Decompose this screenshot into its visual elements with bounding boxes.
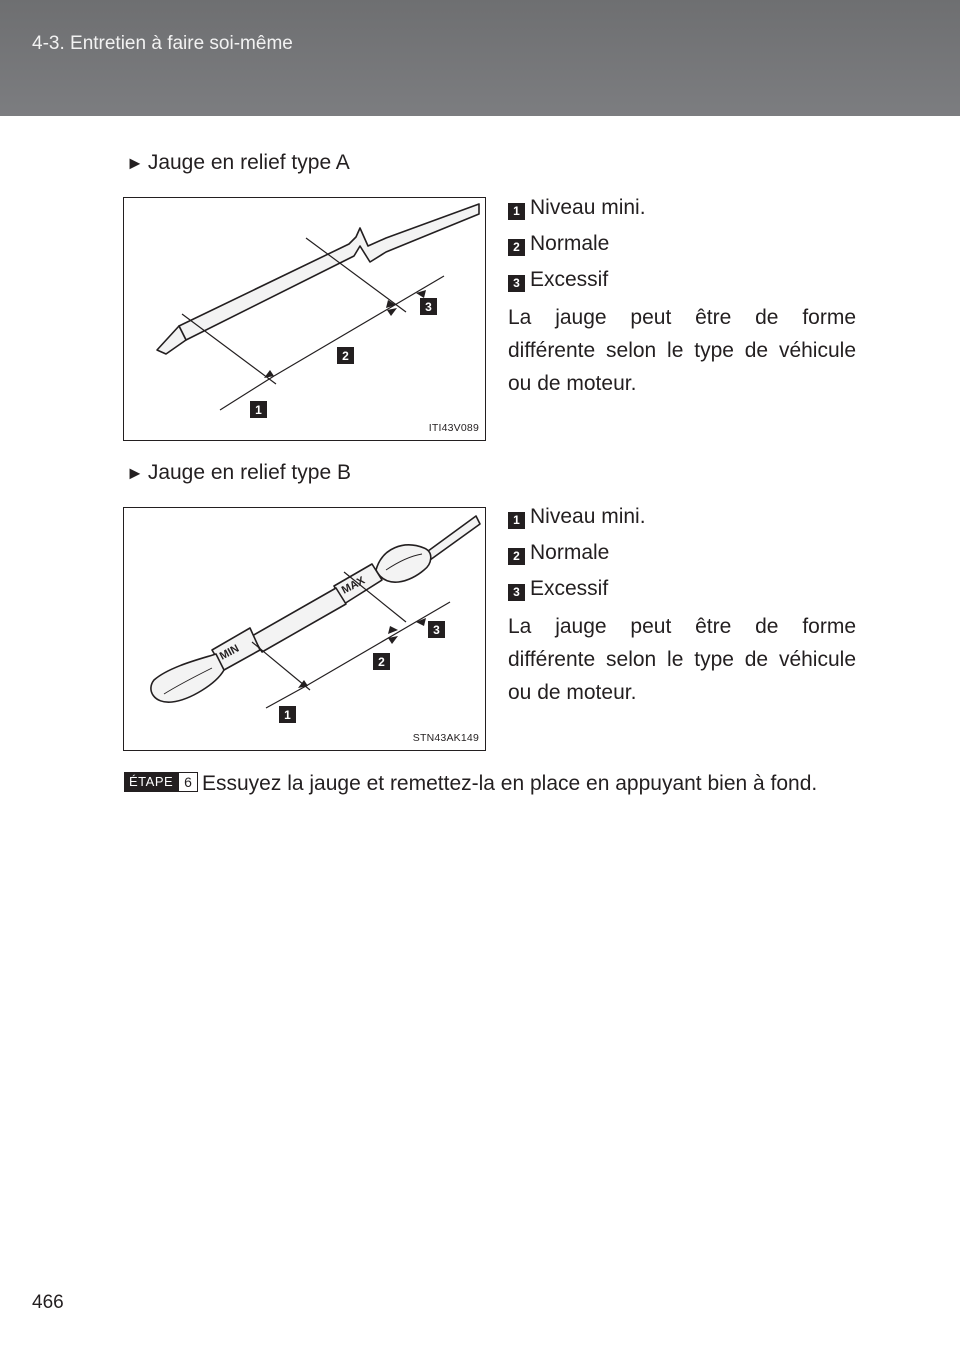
page-header: 4-3. Entretien à faire soi-même	[0, 0, 960, 116]
legend-label: Excessif	[530, 268, 609, 291]
legend-label: Normale	[530, 232, 610, 255]
legend-item: 2 Normale	[508, 536, 856, 572]
heading-type-a: ►Jauge en relief type A	[126, 151, 350, 175]
number-badge: 2	[508, 239, 525, 256]
step-badge-number: 6	[178, 772, 198, 792]
legend-item: 1 Niveau mini.	[508, 500, 856, 536]
legend-type-b: 1 Niveau mini. 2 Normale 3 Excessif La jaug…	[508, 500, 856, 709]
page-number: 466	[32, 1292, 64, 1313]
figure-code: STN43AK149	[412, 732, 479, 744]
legend-note: La jauge peut être de forme différente s…	[508, 615, 856, 704]
callout-2: 2	[337, 347, 354, 364]
number-badge: 1	[508, 512, 525, 529]
number-badge: 3	[508, 275, 525, 292]
callout-2: 2	[373, 653, 390, 670]
section-title: 4-3. Entretien à faire soi-même	[32, 33, 293, 54]
triangle-bullet-icon: ►	[126, 153, 144, 173]
number-badge: 3	[508, 584, 525, 601]
legend-label: Excessif	[530, 577, 609, 600]
heading-type-b: ►Jauge en relief type B	[126, 461, 351, 485]
legend-label: Niveau mini.	[530, 196, 646, 219]
figure-dipstick-type-a: 1 2 3 ITI43V089	[123, 197, 486, 441]
legend-label: Normale	[530, 541, 610, 564]
number-badge: 2	[508, 548, 525, 565]
callout-3: 3	[428, 621, 445, 638]
callout-1-label: 1	[284, 708, 291, 722]
figure-code: ITI43V089	[428, 422, 479, 434]
heading-text: Jauge en relief type A	[147, 151, 350, 174]
number-badge: 1	[508, 203, 525, 220]
legend-item: 1 Niveau mini.	[508, 191, 856, 227]
step-text: Essuyez la jauge et remettez-la en place…	[202, 772, 818, 795]
callout-3-label: 3	[425, 300, 432, 314]
step-instruction: ÉTAPE 6 Essuyez la jauge et remettez-la …	[124, 767, 858, 800]
heading-text: Jauge en relief type B	[147, 461, 351, 484]
legend-item: 2 Normale	[508, 227, 856, 263]
callout-1: 1	[279, 706, 296, 723]
legend-type-a: 1 Niveau mini. 2 Normale 3 Excessif La jaug…	[508, 191, 856, 400]
callout-2-label: 2	[378, 655, 385, 669]
legend-item: 3 Excessif	[508, 572, 856, 608]
callout-2-label: 2	[342, 349, 349, 363]
dipstick-b-illustration: MIN MAX 1 2 3	[150, 515, 481, 723]
callout-3: 3	[420, 298, 437, 315]
callout-1: 1	[250, 401, 267, 418]
dipstick-a-illustration: 1 2 3	[156, 203, 480, 418]
step-badge: ÉTAPE 6	[124, 772, 198, 792]
legend-item: 3 Excessif	[508, 263, 856, 299]
callout-3-label: 3	[433, 623, 440, 637]
legend-note: La jauge peut être de forme différente s…	[508, 306, 856, 395]
step-badge-label: ÉTAPE	[124, 772, 179, 792]
figure-dipstick-type-b: MIN MAX 1 2 3 STN43AK149	[123, 507, 486, 751]
legend-label: Niveau mini.	[530, 505, 646, 528]
callout-1-label: 1	[255, 403, 262, 417]
triangle-bullet-icon: ►	[126, 463, 144, 483]
